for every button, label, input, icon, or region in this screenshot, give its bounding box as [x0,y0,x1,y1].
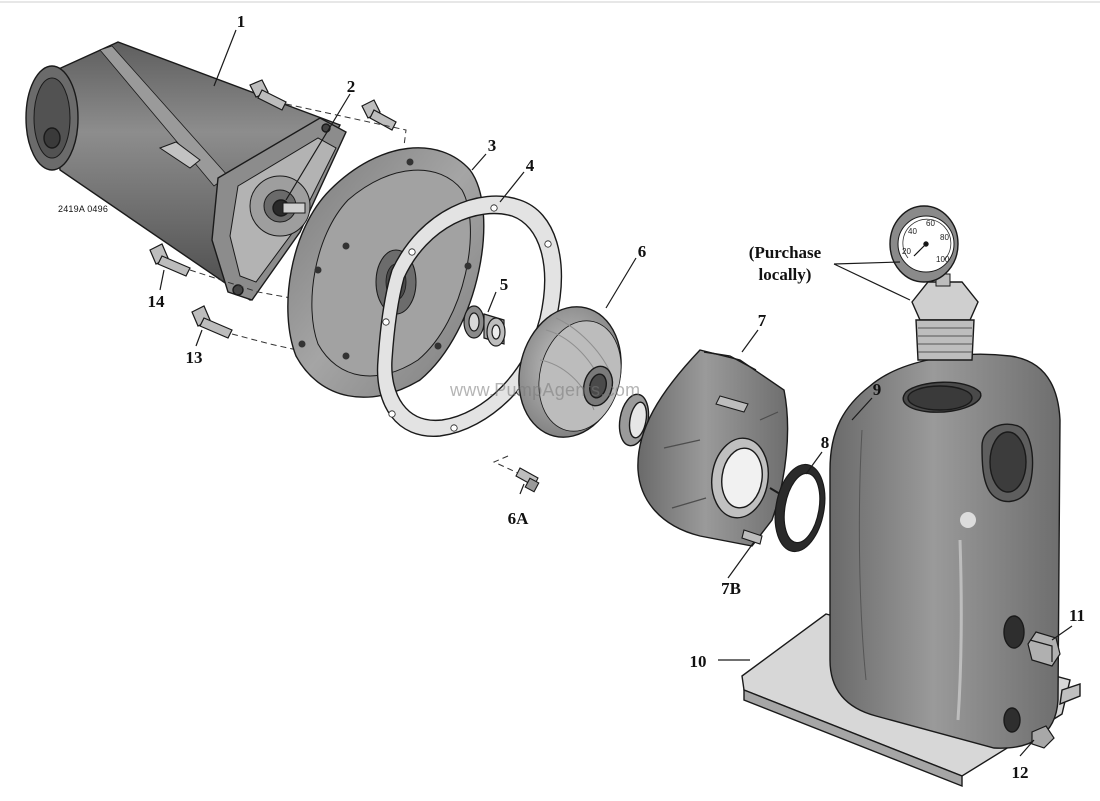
callout-5: 5 [499,275,509,294]
cap-screw-14 [149,243,191,277]
watermark: www.PumpAgents.com [450,380,641,400]
diffuser-screw [741,487,781,545]
callout-3: 3 [487,136,497,155]
callout-1: 1 [236,12,246,31]
callout-10: 10 [689,652,707,671]
motor [25,41,347,302]
gauge-tick-80: 80 [940,233,949,242]
callout-7b: 7B [721,579,741,598]
impeller-screw [515,467,540,493]
callout-11: 11 [1068,606,1086,625]
cap-screw-top-2 [361,99,397,131]
plug-11 [1027,631,1061,667]
impeller [518,306,650,447]
callout-13: 13 [185,348,203,367]
callout-7: 7 [757,311,767,330]
cap-screws [149,79,397,339]
gauge-tick-100: 100 [936,255,950,264]
callout-9: 9 [872,380,882,399]
shaft-seal [463,305,506,347]
callout-12: 12 [1011,763,1029,782]
drawing-code: 2419A 0496 [58,204,109,214]
callout-6: 6 [637,242,647,261]
diffuser [637,349,789,547]
o-ring [774,463,826,553]
callout-6a: 6A [507,509,529,528]
gauge-tick-60: 60 [926,219,935,228]
pressure-gauge [889,205,979,361]
callout-2: 2 [346,77,356,96]
note-line-1: (Purchase [748,243,822,262]
note-line-2: locally) [758,265,812,284]
cap-screw-13 [191,305,233,339]
callout-14: 14 [147,292,165,311]
cap-screw-top-1 [249,79,287,111]
gauge-tick-labels: 20 40 60 80 100 [902,219,950,264]
callout-4: 4 [525,156,535,175]
gauge-tick-20: 20 [902,247,911,256]
callout-8: 8 [820,433,830,452]
pump-body [829,353,1061,749]
gauge-tick-40: 40 [908,227,917,236]
callout-leaders [159,29,1073,757]
purchase-locally-note: (Purchase locally) [738,242,832,286]
